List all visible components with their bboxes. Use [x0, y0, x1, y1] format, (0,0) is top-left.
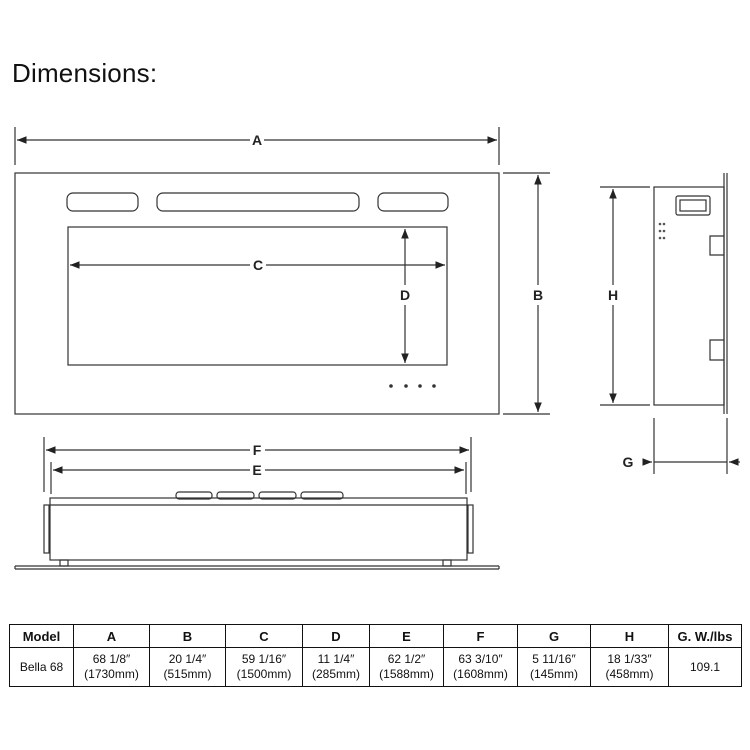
header-model: Model [9, 624, 74, 648]
cell-h: 18 1/33″(458mm) [590, 647, 669, 687]
dimension-drawing: A B C D H G F E [14, 127, 740, 570]
cell-f: 63 3/10″(1608mm) [443, 647, 518, 687]
cell-g: 5 11/16″(145mm) [517, 647, 591, 687]
label-f: F [253, 442, 262, 458]
side-hook-lower [709, 339, 724, 361]
cell-a: 68 1/8″(1730mm) [73, 647, 150, 687]
header-h: H [590, 624, 669, 648]
table-header-row: Model A B C D E F G H G. W./lbs [9, 624, 742, 648]
table-row: Bella 68 68 1/8″(1730mm) 20 1/4″(515mm) … [9, 647, 742, 687]
header-b: B [149, 624, 226, 648]
control-buttons [389, 384, 436, 388]
side-hook-upper [709, 235, 724, 256]
cell-c: 59 1/16″(1500mm) [225, 647, 303, 687]
header-g: G [517, 624, 591, 648]
header-weight: G. W./lbs [668, 624, 742, 648]
side-bracket-top [675, 195, 711, 216]
label-h: H [608, 287, 618, 303]
top-vent-left [66, 192, 139, 212]
top-vents [175, 491, 344, 500]
side-view [600, 173, 740, 474]
top-view [14, 437, 500, 570]
flame-window [67, 226, 448, 366]
dimensions-table: Model A B C D E F G H G. W./lbs Bella 68… [9, 624, 742, 687]
label-d: D [400, 287, 410, 303]
top-vent-right [377, 192, 449, 212]
header-a: A [73, 624, 150, 648]
front-view [14, 127, 550, 415]
header-f: F [443, 624, 518, 648]
label-a: A [252, 132, 262, 148]
side-body [653, 186, 725, 406]
top-vent-center [156, 192, 360, 212]
label-c: C [253, 257, 263, 273]
header-e: E [369, 624, 444, 648]
page-title: Dimensions: [12, 58, 158, 88]
cell-weight: 109.1 [668, 647, 742, 687]
label-b: B [533, 287, 543, 303]
cell-d: 11 1/4″(285mm) [302, 647, 370, 687]
top-body [49, 497, 468, 561]
cell-e: 62 1/2″(1588mm) [369, 647, 444, 687]
header-c: C [225, 624, 303, 648]
front-panel [14, 172, 500, 415]
cell-model: Bella 68 [9, 647, 74, 687]
header-d: D [302, 624, 370, 648]
cell-b: 20 1/4″(515mm) [149, 647, 226, 687]
label-g: G [623, 454, 634, 470]
label-e: E [252, 462, 261, 478]
